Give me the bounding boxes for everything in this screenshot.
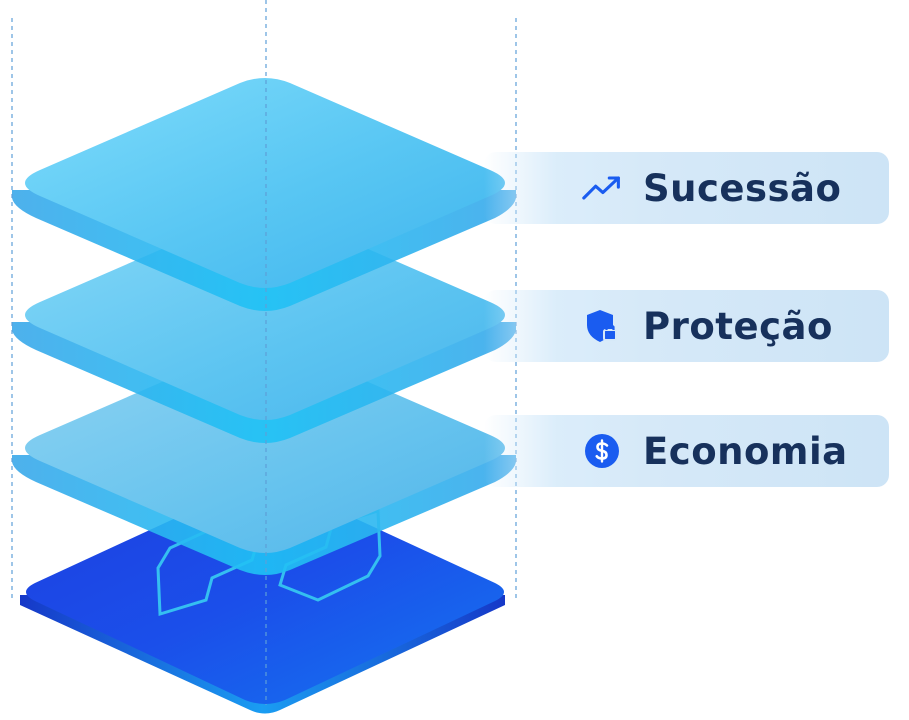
feature-pill-protecao: Proteção: [484, 290, 889, 362]
feature-pill-economia: Economia: [484, 415, 889, 487]
feature-label: Sucessão: [643, 166, 842, 210]
feature-label: Proteção: [643, 304, 833, 348]
shield-lock-icon: [582, 306, 622, 346]
layer-sucessao: [12, 78, 516, 311]
trending-up-icon: [582, 168, 622, 208]
feature-label: Economia: [643, 429, 848, 473]
dollar-circle-icon: [582, 431, 622, 471]
feature-pill-sucessao: Sucessão: [484, 152, 889, 224]
